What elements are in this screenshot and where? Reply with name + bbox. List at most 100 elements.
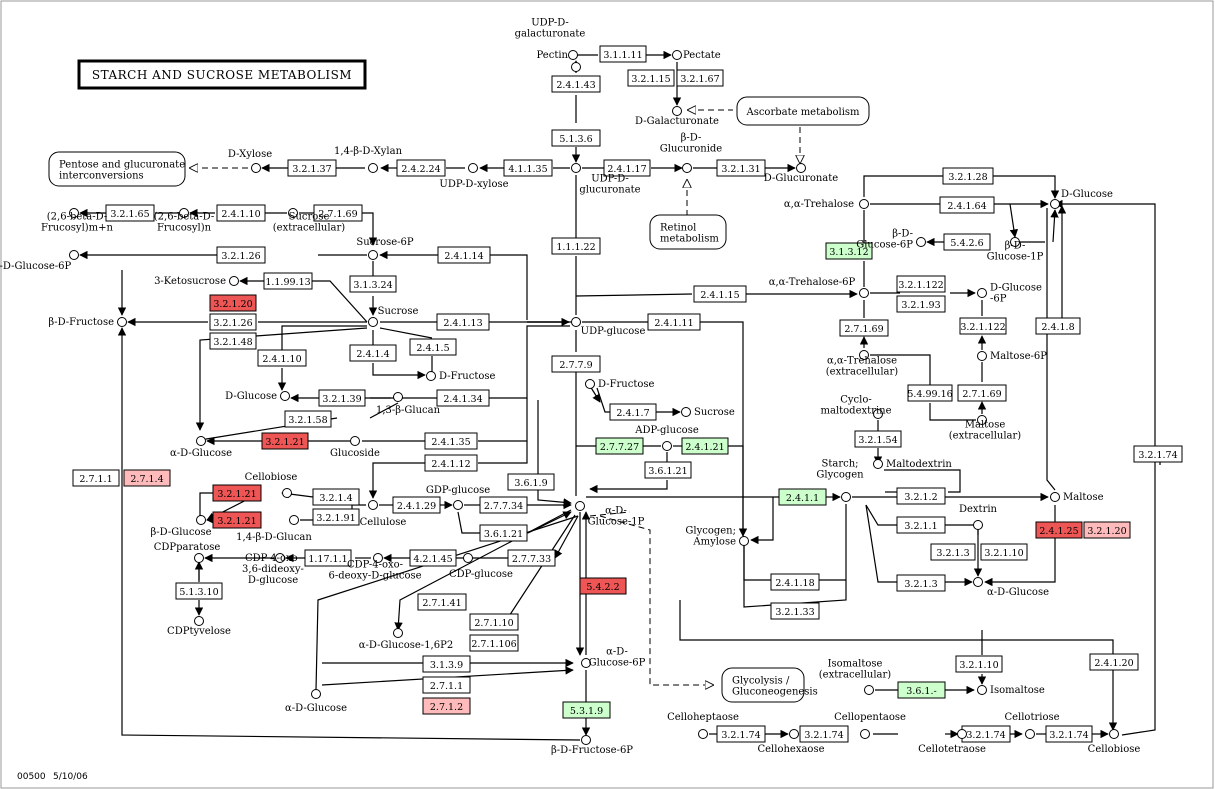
compound[interactable]: α,α-Trehalose(extracellular) (826, 350, 899, 378)
enzyme-rect[interactable] (955, 655, 1003, 673)
enzyme-rect[interactable] (1083, 521, 1131, 539)
compound[interactable]: Maltose (1050, 492, 1104, 503)
compound-node[interactable] (196, 515, 206, 525)
enzyme-rect[interactable] (1035, 317, 1081, 335)
compound-node[interactable] (575, 501, 585, 511)
enzyme-rect[interactable] (263, 272, 313, 290)
enzyme-rect[interactable] (409, 338, 457, 356)
enzyme-box[interactable]: 2.4.1.8 (1035, 317, 1081, 335)
enzyme-rect[interactable] (907, 384, 953, 402)
enzyme-box[interactable]: 4.1.1.35 (503, 159, 553, 177)
compound-node[interactable] (977, 288, 987, 298)
enzyme-rect[interactable] (1035, 521, 1083, 539)
enzyme-box[interactable]: 3.2.1.2 (896, 487, 946, 505)
compound[interactable]: Cyclo-maltodextrine (821, 395, 892, 419)
enzyme-box[interactable]: 2.7.7.9 (551, 355, 601, 373)
enzyme-box[interactable]: 2.4.1.25 (1035, 521, 1083, 539)
enzyme-rect[interactable] (479, 496, 528, 514)
compound-node[interactable] (571, 163, 581, 173)
enzyme-box[interactable]: 2.4.1.34 (436, 389, 490, 407)
enzyme-rect[interactable] (562, 701, 611, 719)
compound[interactable]: Maltose-6P (977, 351, 1048, 362)
enzyme-rect[interactable] (469, 634, 519, 652)
enzyme-rect[interactable] (551, 75, 601, 93)
compound[interactable]: D-Glucose-6P (977, 283, 1042, 305)
compound[interactable]: α-D-Glucose-6P (0, 250, 79, 273)
enzyme-rect[interactable] (349, 275, 397, 293)
enzyme-rect[interactable] (939, 196, 995, 214)
compound[interactable]: CDP-4-oxo-3,6-dideoxy-D-glucose (242, 553, 304, 586)
enzyme-rect[interactable] (212, 511, 262, 529)
compound[interactable]: ADP-glucose (634, 425, 699, 451)
enzyme-box[interactable]: 5.4.99.16 (907, 384, 953, 402)
compound[interactable]: Pectate (672, 50, 721, 61)
enzyme-rect[interactable] (209, 313, 257, 331)
compound[interactable]: Cellobiose (245, 472, 298, 498)
enzyme-rect[interactable] (437, 246, 491, 264)
compound-node[interactable] (368, 317, 378, 327)
compound[interactable]: D-Fructose (426, 371, 496, 382)
enzyme-box[interactable]: 2.7.1.1 (72, 469, 120, 487)
enzyme-rect[interactable] (318, 389, 366, 407)
compound-node[interactable] (859, 288, 869, 298)
enzyme-box[interactable]: 3.2.1.48 (209, 332, 257, 350)
enzyme-rect[interactable] (304, 549, 352, 567)
compound-node[interactable] (468, 163, 478, 173)
enzyme-rect[interactable] (942, 167, 994, 185)
enzyme-box[interactable]: 5.1.3.10 (175, 582, 223, 600)
enzyme-box[interactable]: 2.4.1.4 (349, 344, 397, 362)
enzyme-box[interactable]: 2.4.1.14 (437, 246, 491, 264)
enzyme-box[interactable]: 2.4.1.20 (1089, 653, 1139, 671)
enzyme-box[interactable]: 5.1.3.6 (551, 129, 601, 147)
enzyme-box[interactable]: 3.2.1.39 (318, 389, 366, 407)
enzyme-box[interactable]: 2.4.1.13 (436, 313, 490, 331)
enzyme-rect[interactable] (644, 461, 692, 479)
compound-node[interactable] (289, 515, 299, 525)
enzyme-box[interactable]: 3.2.1.65 (105, 204, 155, 222)
enzyme-box[interactable]: 2.4.1.11 (647, 313, 701, 331)
enzyme-box[interactable]: 2.4.2.24 (396, 159, 446, 177)
compound[interactable]: Starch;Glycogen (816, 459, 864, 502)
enzyme-rect[interactable] (313, 204, 363, 222)
enzyme-box[interactable]: 3.2.1.31 (716, 159, 766, 177)
compound[interactable]: Sucrose (681, 407, 735, 418)
map-link-box[interactable] (721, 667, 805, 703)
compound-node[interactable] (251, 163, 261, 173)
enzyme-box[interactable]: 3.2.1.3 (930, 543, 976, 561)
compound-node[interactable] (860, 729, 870, 739)
enzyme-box[interactable]: 1.1.1.22 (551, 237, 601, 255)
compound[interactable]: α-D-Glucose (170, 436, 232, 460)
compound[interactable]: CDP-glucose (449, 553, 513, 581)
compound[interactable]: D-Glucose (1050, 189, 1113, 209)
compound[interactable]: Celloheptaose (667, 712, 739, 739)
enzyme-box[interactable]: 3.2.1.15 (627, 69, 675, 87)
enzyme-rect[interactable] (287, 159, 337, 177)
compound-node[interactable] (977, 415, 987, 425)
compound[interactable]: UDP-D-galacturonate (515, 18, 586, 72)
enzyme-box[interactable]: 3.2.1.26 (216, 246, 266, 264)
enzyme-box[interactable]: 2.4.1.1 (778, 488, 827, 506)
compound-node[interactable] (873, 459, 883, 469)
compound-node[interactable] (194, 553, 204, 563)
compound-node[interactable] (1025, 729, 1035, 739)
compound[interactable]: Sucrose-6P (356, 237, 414, 260)
compound-node[interactable] (973, 520, 983, 530)
compound-node[interactable] (288, 208, 298, 218)
enzyme-box[interactable]: 2.7.7.34 (479, 496, 528, 514)
enzyme-box[interactable]: 3.2.1.74 (961, 725, 1011, 743)
compound[interactable]: CDPparatose (154, 542, 221, 563)
enzyme-rect[interactable] (105, 204, 155, 222)
enzyme-box[interactable]: 3.2.1.26 (209, 313, 257, 331)
enzyme-box[interactable]: 3.2.1.33 (770, 602, 820, 620)
compound[interactable]: Cellotriose (1004, 712, 1060, 739)
enzyme-box[interactable]: 5.3.1.9 (562, 701, 611, 719)
enzyme-box[interactable]: 2.4.1.15 (693, 285, 747, 303)
enzyme-box[interactable]: 3.2.1.122 (896, 275, 946, 293)
enzyme-box[interactable]: 1.1.99.13 (263, 272, 313, 290)
enzyme-rect[interactable] (209, 294, 257, 312)
compound[interactable]: D-Galacturonate (635, 106, 719, 128)
compound-node[interactable] (368, 250, 378, 260)
enzyme-rect[interactable] (676, 69, 724, 87)
compound-node[interactable] (698, 729, 708, 739)
